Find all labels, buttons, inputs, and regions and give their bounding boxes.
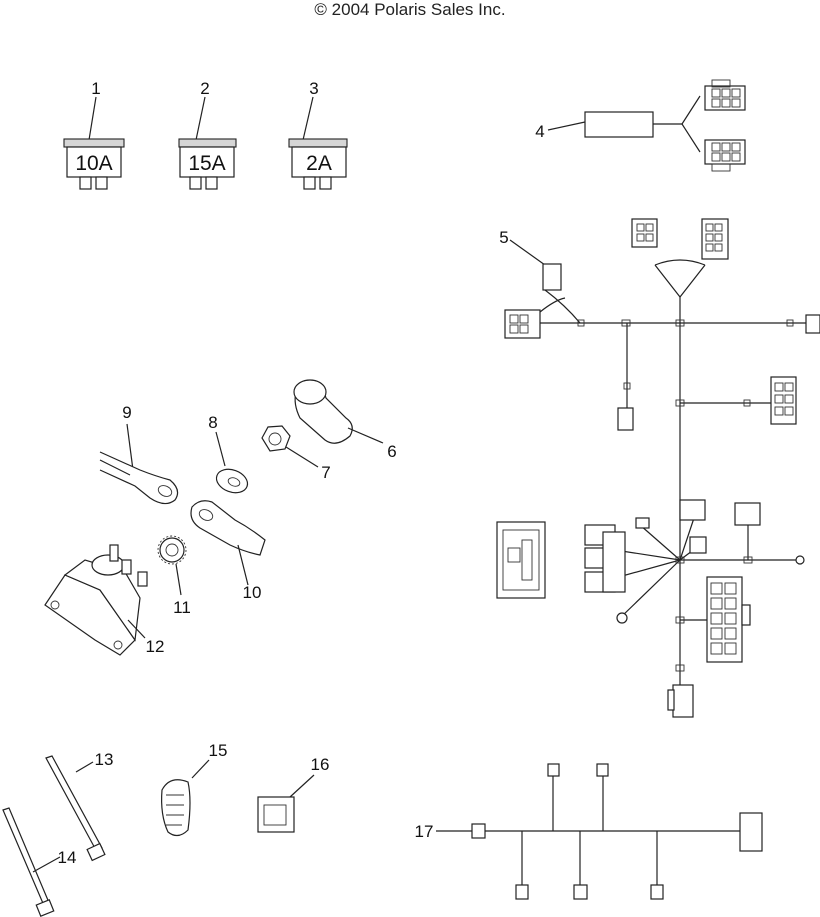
fuse-2a[interactable]: 3 2A	[288, 79, 348, 190]
callout-5: 5	[499, 228, 508, 247]
washer-part-8[interactable]: 8	[208, 413, 251, 497]
callout-17: 17	[415, 822, 434, 841]
callout-15: 15	[209, 741, 228, 760]
fuse-rating-label: 2A	[306, 152, 332, 175]
terminal-boot-part-6[interactable]: 6	[293, 379, 397, 461]
sub-harness-part-17[interactable]: 17	[415, 763, 763, 900]
fuse-rating-label: 10A	[75, 152, 112, 175]
clip-part-15[interactable]: 15	[161, 741, 228, 837]
callout-7: 7	[321, 463, 330, 482]
fuse-10a[interactable]: 1 10A	[63, 79, 125, 190]
lock-washer-part-11[interactable]: 11	[157, 535, 191, 617]
callout-14: 14	[58, 848, 77, 867]
module-harness-part-4[interactable]: 4	[535, 79, 746, 172]
battery-cable-part-9[interactable]: 9	[99, 403, 179, 505]
fuse-15a[interactable]: 2 15A	[178, 79, 237, 190]
callout-13: 13	[95, 750, 114, 769]
solenoid-part-12[interactable]: 12	[44, 544, 165, 656]
cable-tie-part-14[interactable]: 14	[2, 807, 77, 917]
callout-16: 16	[311, 755, 330, 774]
callout-4: 4	[535, 122, 544, 141]
callout-12: 12	[146, 637, 165, 656]
callout-1: 1	[91, 79, 100, 98]
callout-8: 8	[208, 413, 217, 432]
callout-3: 3	[309, 79, 318, 98]
nut-part-7[interactable]: 7	[261, 425, 331, 482]
pad-part-16[interactable]: 16	[257, 755, 330, 833]
copyright-notice: © 2004 Polaris Sales Inc.	[314, 0, 506, 19]
callout-2: 2	[200, 79, 209, 98]
callout-11: 11	[173, 598, 191, 617]
main-wire-harness-part-5[interactable]: 5	[496, 218, 820, 718]
cable-tie-part-13[interactable]: 13	[45, 750, 114, 862]
battery-cable-part-10[interactable]: 10	[190, 500, 266, 602]
callout-9: 9	[122, 403, 131, 422]
callout-6: 6	[387, 442, 396, 461]
callout-10: 10	[243, 583, 262, 602]
fuse-rating-label: 15A	[188, 152, 225, 175]
